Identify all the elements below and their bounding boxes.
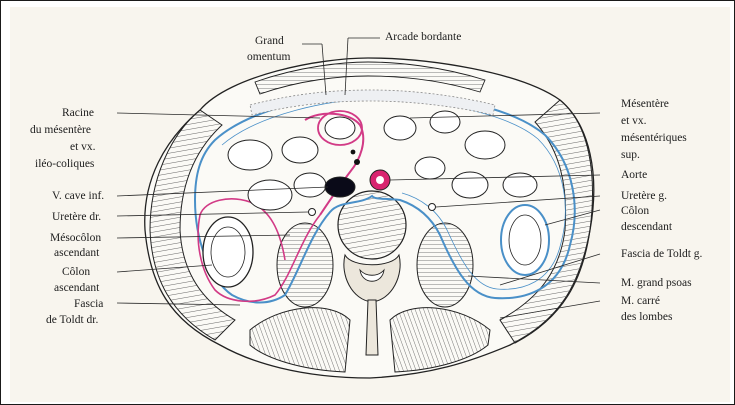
colon-descendant <box>501 205 549 275</box>
label-mesentere-4: sup. <box>621 149 640 161</box>
psoas-left <box>417 223 473 307</box>
label-mesentere-3: mésentériques <box>621 132 687 144</box>
label-racine-1: Racine <box>62 107 94 119</box>
label-arcade-bordante: Arcade bordante <box>385 31 461 43</box>
sma-vessel <box>354 159 360 165</box>
label-carre-2: des lombes <box>621 311 673 323</box>
label-v-cave: V. cave inf. <box>52 190 104 202</box>
label-mesocolon-2: ascendant <box>54 247 100 259</box>
label-racine-2: du mésentère <box>30 124 91 136</box>
spinous-process <box>366 300 378 355</box>
label-racine-4: iléo-coliques <box>35 158 95 170</box>
label-uretere-dr: Uretère dr. <box>52 211 101 223</box>
ureter-left <box>429 204 436 211</box>
label-carre-1: M. carré <box>621 295 660 307</box>
label-colon-desc-1: Côlon <box>621 205 649 217</box>
label-mesentere-1: Mésentère <box>621 98 669 110</box>
label-colon-asc-1: Côlon <box>62 266 90 278</box>
label-uretere-g: Uretère g. <box>621 190 667 202</box>
label-fascia-dr-1: Fascia <box>74 298 103 310</box>
label-colon-desc-2: descendant <box>621 221 673 233</box>
vertebral-body <box>338 191 406 259</box>
label-mesentere-2: et vx. <box>621 115 647 127</box>
label-mesocolon-1: Mésocôlon <box>50 232 101 244</box>
label-racine-3: et vx. <box>70 141 96 153</box>
label-aorte: Aorte <box>621 169 647 181</box>
label-grand-psoas: M. grand psoas <box>621 277 692 289</box>
label-fascia-toldt-g: Fascia de Toldt g. <box>621 248 703 260</box>
label-colon-asc-2: ascendant <box>54 282 100 294</box>
label-grand-omentum-1: Grand <box>255 35 284 47</box>
label-grand-omentum-2: omentum <box>247 51 290 63</box>
vena-cava <box>325 177 355 197</box>
colon-ascendant <box>203 217 253 287</box>
label-fascia-dr-2: de Toldt dr. <box>46 314 98 326</box>
ureter-right <box>309 209 316 216</box>
